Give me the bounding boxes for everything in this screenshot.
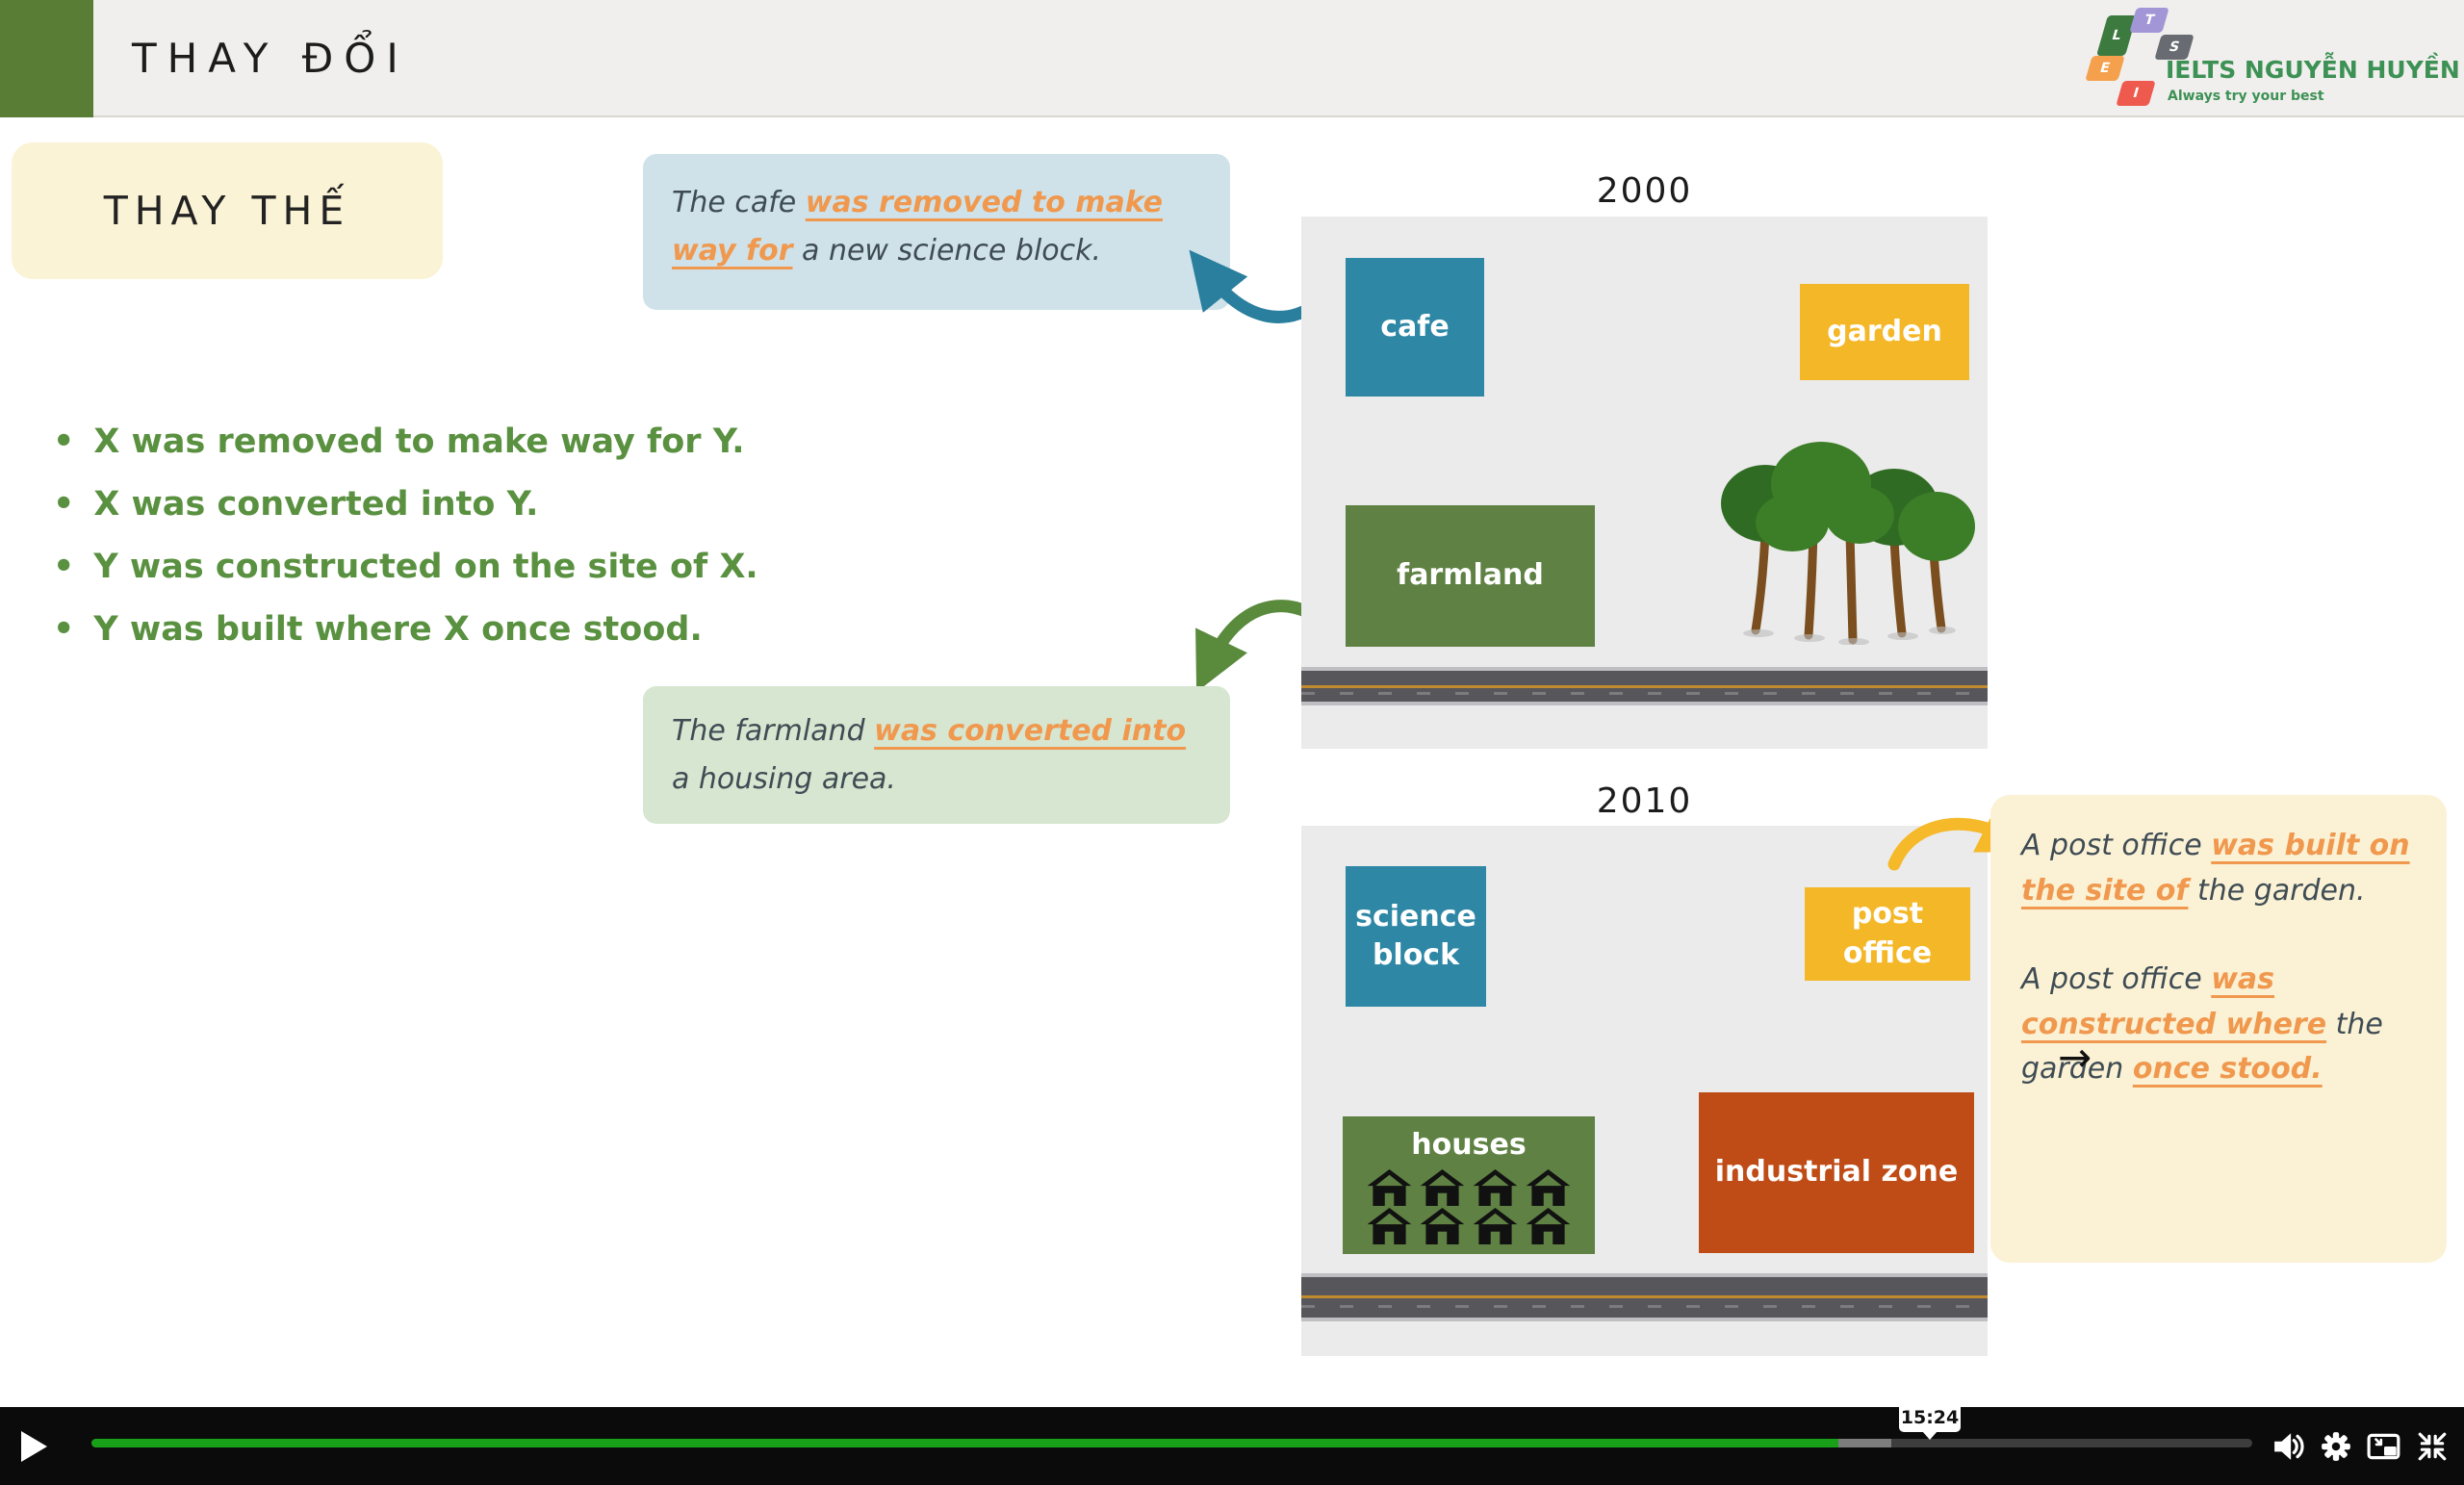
- cafe-callout-highlight: was removed to make way for: [672, 186, 1163, 268]
- list-item: Y was built where X once stood.: [53, 609, 758, 650]
- note-p1-post: the garden.: [2188, 873, 2366, 908]
- page-title: THAY ĐỔI: [132, 35, 409, 82]
- map-block-post-office: post office: [1805, 887, 1970, 981]
- house-icon: [1420, 1207, 1465, 1244]
- house-icon: [1420, 1168, 1465, 1206]
- list-item: Y was constructed on the site of X.: [53, 547, 757, 587]
- time-tooltip: 15:24: [1899, 1402, 1961, 1440]
- progress-buffer: [1838, 1439, 1891, 1447]
- exit-fullscreen-button[interactable]: [2410, 1407, 2454, 1485]
- volume-icon: [2274, 1432, 2304, 1460]
- farmland-callout: The farmland was converted into a housin…: [643, 686, 1230, 824]
- logo-tile-t: T: [2129, 8, 2169, 33]
- settings-button[interactable]: [2314, 1407, 2358, 1485]
- farmland-callout-post: a housing area.: [672, 761, 896, 796]
- cafe-callout: The cafe was removed to make way for a n…: [643, 154, 1230, 310]
- house-icon: [1367, 1207, 1412, 1244]
- mouse-cursor-icon: →: [2058, 1034, 2092, 1081]
- note-p2-highlight2: once stood.: [2132, 1052, 2323, 1086]
- house-icon: [1473, 1168, 1518, 1206]
- note-paragraph: A post office was built on the site of t…: [2021, 824, 2416, 913]
- house-icon: [1367, 1168, 1412, 1206]
- trees-icon: [1721, 442, 1975, 645]
- farmland-callout-highlight: was converted into: [874, 714, 1187, 748]
- note-p2-mid: the garden: [2021, 1007, 2383, 1087]
- map-2000: cafe garden farmland: [1301, 217, 1988, 749]
- brand-tagline: Always try your best: [2168, 89, 2324, 104]
- farmland-callout-pre: The farmland: [672, 714, 875, 748]
- teal-curved-arrow-icon: [1189, 249, 1321, 323]
- note-p2-highlight1: was constructed where: [2021, 962, 2327, 1041]
- map-2010: science block post office houses industr…: [1301, 826, 1988, 1356]
- header-bar: THAY ĐỔI: [0, 0, 2464, 117]
- progress-bar[interactable]: 15:24: [91, 1402, 2252, 1447]
- house-icon: [1473, 1207, 1518, 1244]
- map-block-farmland: farmland: [1346, 505, 1595, 647]
- gear-icon: [2322, 1431, 2350, 1461]
- map-block-houses: houses: [1343, 1116, 1595, 1254]
- post-office-note: A post office was built on the site of t…: [1990, 795, 2447, 1263]
- topic-badge: THAY THẾ: [12, 142, 443, 279]
- picture-in-picture-icon: [2367, 1433, 2400, 1459]
- house-icon: [1526, 1168, 1571, 1206]
- note-p2-pre: A post office: [2021, 962, 2212, 996]
- road: [1301, 1273, 1988, 1321]
- map-block-industrial-zone: industrial zone: [1699, 1092, 1974, 1253]
- list-item: X was converted into Y.: [53, 484, 758, 525]
- list-item: X was removed to make way for Y.: [53, 422, 758, 462]
- progress-played: [91, 1439, 1838, 1447]
- header-accent-square: [0, 0, 93, 117]
- play-button[interactable]: [0, 1407, 67, 1485]
- video-player-bar: 15:24: [0, 1402, 2464, 1485]
- logo-tile-e: E: [2085, 56, 2125, 81]
- map-block-cafe: cafe: [1346, 258, 1484, 397]
- houses-label: houses: [1411, 1128, 1527, 1162]
- map-2000-year-label: 2000: [1596, 171, 1693, 211]
- map-block-science-block: science block: [1346, 866, 1486, 1007]
- picture-in-picture-button[interactable]: [2362, 1407, 2406, 1485]
- cafe-callout-post: a new science block.: [792, 233, 1102, 268]
- road: [1301, 667, 1988, 705]
- yellow-curved-arrow-icon: [1887, 805, 2027, 871]
- note-p1-highlight: was built on the site of: [2021, 829, 2410, 908]
- brand-name: IELTS NGUYỄN HUYỀN: [2166, 56, 2460, 84]
- cafe-callout-pre: The cafe: [672, 186, 806, 219]
- map-block-garden: garden: [1800, 284, 1969, 380]
- logo-tile-i: I: [2116, 81, 2156, 106]
- map-2010-year-label: 2010: [1596, 781, 1693, 821]
- logo-tile-l: L: [2095, 15, 2138, 56]
- play-icon: [20, 1430, 47, 1462]
- house-icons: [1367, 1168, 1571, 1244]
- note-paragraph: A post office was constructed where the …: [2021, 958, 2416, 1092]
- house-icon: [1526, 1207, 1571, 1244]
- exit-fullscreen-icon: [2418, 1432, 2447, 1460]
- volume-button[interactable]: [2267, 1407, 2311, 1485]
- brand-logo: L T S E I IELTS NGUYỄN HUYỀN Always try …: [2085, 6, 2460, 114]
- note-p1-pre: A post office: [2021, 829, 2212, 862]
- pattern-list: X was removed to make way for Y. X was c…: [53, 422, 758, 672]
